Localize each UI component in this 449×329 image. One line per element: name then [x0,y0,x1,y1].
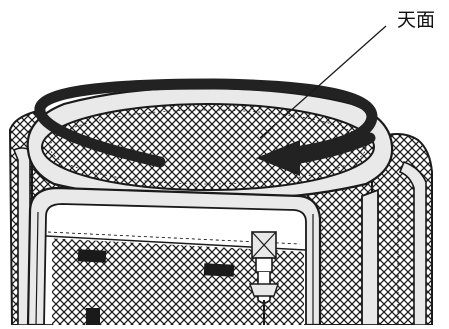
right-frame-strip [362,190,378,325]
door-strap-bottom [86,308,100,325]
door-strap-left [78,249,107,262]
top-panel-label: 天面 [397,8,435,32]
door-strap-right [204,263,235,277]
